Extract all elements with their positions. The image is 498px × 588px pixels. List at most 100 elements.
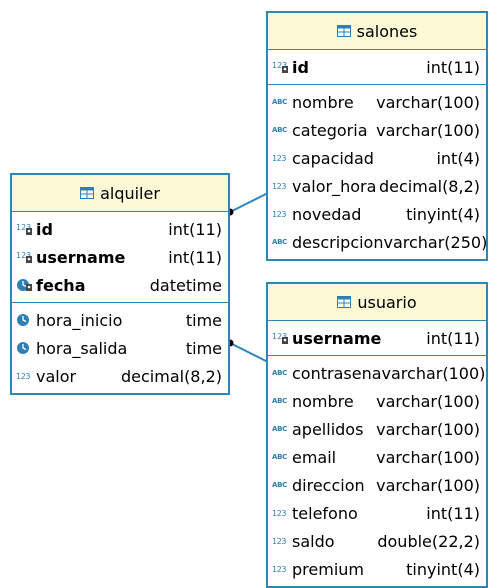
column-name: nombre (292, 92, 354, 112)
column-name: contrasena (292, 363, 382, 383)
svg-text:123: 123 (272, 332, 287, 341)
column-name: email (292, 447, 337, 467)
column-type: varchar(100) (376, 419, 480, 439)
column-type: tinyint(4) (406, 559, 480, 579)
column-type: time (185, 338, 222, 358)
column-type: varchar(100) (381, 363, 486, 383)
numeric-key-icon: 123 (16, 222, 34, 236)
table-icon (337, 296, 352, 308)
entity-header[interactable]: usuario (268, 284, 486, 321)
column-type: varchar(100) (376, 391, 480, 411)
entity-header[interactable]: alquiler (12, 175, 228, 212)
table-icon (80, 187, 95, 199)
column-type: datetime (149, 275, 222, 295)
column-row[interactable]: ABC nombre varchar(100) (268, 387, 486, 415)
text-type-icon: ABC (272, 98, 287, 106)
numeric-type-icon: 123 (272, 153, 287, 163)
relationship-line-alquiler-salones[interactable] (229, 192, 269, 213)
entity-title: usuario (357, 292, 417, 312)
text-type-icon: ABC (272, 425, 287, 433)
column-type: int(4) (436, 148, 480, 168)
column-name: valor_hora (292, 176, 377, 196)
column-name: premium (292, 559, 364, 579)
text-type-icon: ABC (272, 369, 287, 377)
column-type: varchar(250) (383, 232, 488, 252)
column-type: decimal(8,2) (120, 366, 222, 386)
column-row[interactable]: 123 valor decimal(8,2) (12, 362, 228, 390)
column-name: telefono (292, 503, 358, 523)
column-name: hora_inicio (36, 310, 123, 330)
column-type: int(11) (426, 57, 480, 77)
column-name: apellidos (292, 419, 364, 439)
numeric-type-icon: 123 (272, 564, 287, 574)
entity-salones[interactable]: salones 123 id int(11) ABC nombre varchar(100)… (266, 11, 488, 261)
entity-header[interactable]: salones (268, 13, 486, 50)
column-name: saldo (292, 531, 335, 551)
numeric-type-icon: 123 (16, 371, 31, 381)
column-type: varchar(100) (376, 92, 480, 112)
clock-icon (16, 313, 34, 327)
text-type-icon: ABC (272, 126, 287, 134)
clock-key-icon (16, 278, 34, 292)
column-name: hora_salida (36, 338, 128, 358)
column-name: novedad (292, 204, 362, 224)
entity-title: alquiler (100, 183, 160, 203)
column-type: varchar(100) (376, 475, 480, 495)
column-name: direccion (292, 475, 365, 495)
column-row[interactable]: ABC nombre varchar(100) (268, 88, 486, 116)
columns-section: ABC nombre varchar(100) ABC categoria varchar… (268, 85, 488, 259)
column-row[interactable]: 123 capacidad int(4) (268, 144, 486, 172)
numeric-type-icon: 123 (272, 508, 287, 518)
column-name: id (36, 219, 53, 239)
svg-text:123: 123 (16, 223, 31, 232)
relationship-line-alquiler-usuario[interactable] (229, 342, 269, 363)
column-name: capacidad (292, 148, 374, 168)
text-type-icon: ABC (272, 238, 287, 246)
column-row[interactable]: ABC apellidos varchar(100) (268, 415, 486, 443)
table-icon (336, 25, 351, 37)
column-row[interactable]: 123 id int(11) (12, 215, 228, 243)
text-type-icon: ABC (272, 397, 287, 405)
column-row[interactable]: 123 novedad tinyint(4) (268, 200, 486, 228)
column-type: int(11) (168, 247, 222, 267)
entity-alquiler[interactable]: alquiler 123 id int(11) 123 username int(11) fe… (10, 173, 230, 395)
column-row[interactable]: 123 username int(11) (12, 243, 228, 271)
column-row[interactable]: ABC categoria varchar(100) (268, 116, 486, 144)
column-name: username (292, 328, 382, 348)
column-type: double(22,2) (377, 531, 480, 551)
column-name: nombre (292, 391, 354, 411)
column-name: valor (36, 366, 77, 386)
column-name: id (292, 57, 309, 77)
column-type: varchar(100) (376, 120, 480, 140)
column-type: varchar(100) (376, 447, 480, 467)
numeric-key-icon: 123 (272, 331, 290, 345)
numeric-key-icon: 123 (16, 250, 34, 264)
svg-text:123: 123 (16, 251, 31, 260)
column-row[interactable]: 123 premium tinyint(4) (268, 555, 486, 583)
column-name: descripcion (292, 232, 384, 252)
column-name: username (36, 247, 126, 267)
numeric-type-icon: 123 (272, 209, 287, 219)
column-type: int(11) (168, 219, 222, 239)
column-type: decimal(8,2) (378, 176, 480, 196)
text-type-icon: ABC (272, 481, 287, 489)
column-name: categoria (292, 120, 368, 140)
column-row[interactable]: ABC direccion varchar(100) (268, 471, 486, 499)
column-type: tinyint(4) (406, 204, 480, 224)
entity-title: salones (356, 21, 418, 41)
column-row[interactable]: hora_salida time (12, 334, 228, 362)
